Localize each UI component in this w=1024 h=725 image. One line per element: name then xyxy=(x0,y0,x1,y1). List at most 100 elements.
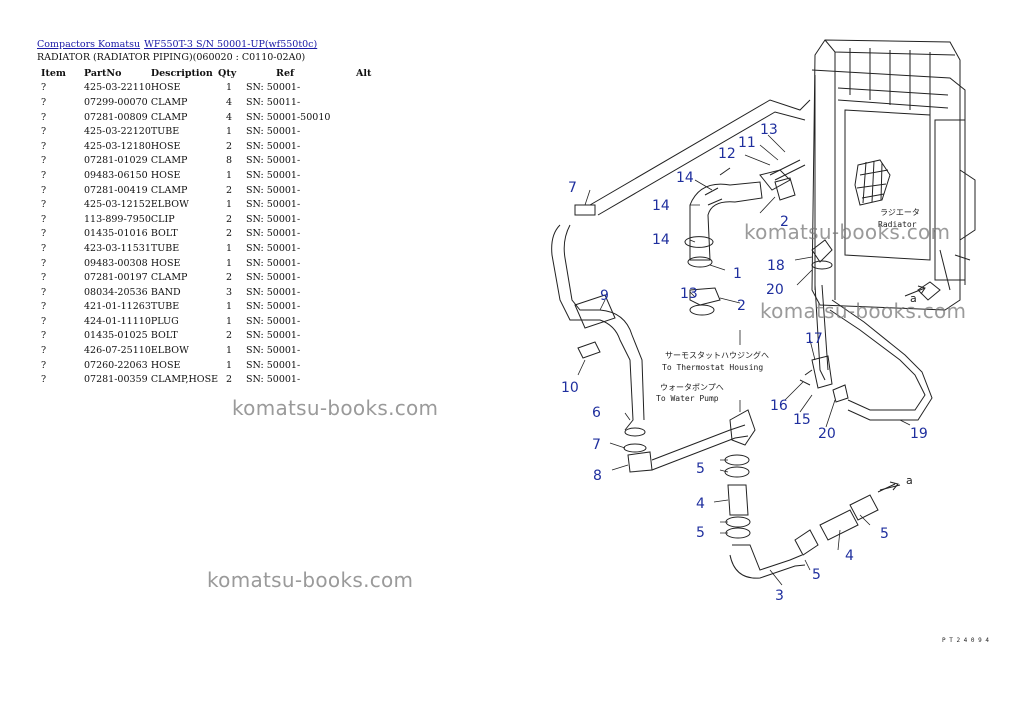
row-alt-cell xyxy=(356,358,386,373)
callout-18: 18 xyxy=(767,258,785,274)
callout-13: 13 xyxy=(680,286,698,302)
callout-9: 9 xyxy=(600,288,609,304)
watermark: komatsu-books.com xyxy=(744,220,951,244)
row-ref-cell: SN: 50001- xyxy=(246,169,301,181)
callout-4: 4 xyxy=(845,548,854,564)
page-title: RADIATOR (RADIATOR PIPING)(060020 : C011… xyxy=(37,52,306,63)
row-description-cell: TUBE xyxy=(150,301,180,313)
row-description-cell: CLAMP xyxy=(150,272,188,284)
row-alt-cell xyxy=(356,343,386,358)
row-alt-cell xyxy=(356,183,386,198)
row-alt-cell xyxy=(356,270,386,285)
header-ref: Ref xyxy=(276,67,295,79)
thermostat-label-en: To Thermostat Housing xyxy=(662,363,763,372)
row-item-cell: ? xyxy=(41,242,47,254)
row-description-cell: CLAMP,HOSE xyxy=(150,374,219,386)
row-alt-cell xyxy=(356,124,386,139)
row-alt-cell xyxy=(356,372,386,387)
callout-8: 8 xyxy=(593,468,602,484)
breadcrumb-link-compactors[interactable]: Compactors Komatsu xyxy=(37,39,141,50)
row-item-cell: ? xyxy=(41,111,47,123)
callout-13: 13 xyxy=(760,122,778,138)
row-description-cell: ELBOW xyxy=(150,345,189,357)
row-ref-cell: SN: 50001- xyxy=(246,330,301,342)
row-partno-cell: 426-07-25110 xyxy=(84,345,151,357)
row-partno-cell: 01435-01016 xyxy=(84,228,148,240)
row-description-cell: CLAMP xyxy=(150,155,188,167)
row-alt-cell xyxy=(356,81,386,96)
row-qty-cell: 1 xyxy=(226,82,233,94)
radiator-drawing xyxy=(811,39,976,311)
row-ref-cell: SN: 50001- xyxy=(246,272,301,284)
row-partno-cell: 07281-00419 xyxy=(84,184,148,196)
watermark: komatsu-books.com xyxy=(207,568,414,592)
row-ref-cell: SN: 50011- xyxy=(246,96,301,108)
row-item-cell: ? xyxy=(41,272,47,284)
row-ref-cell: SN: 50001- xyxy=(246,228,301,240)
row-item-cell: ? xyxy=(41,330,47,342)
row-qty-cell: 1 xyxy=(226,301,233,313)
row-qty-cell: 2 xyxy=(226,330,233,342)
callout-16: 16 xyxy=(770,398,788,414)
callout-5: 5 xyxy=(696,461,705,477)
row-partno-cell: 425-03-12180 xyxy=(84,140,151,152)
row-description-cell: HOSE xyxy=(150,140,181,152)
header-description: Description xyxy=(150,67,213,79)
row-description-cell: HOSE xyxy=(150,359,181,371)
row-qty-cell: 2 xyxy=(226,374,233,386)
breadcrumb-link-model[interactable]: WF550T-3 S/N 50001-UP(wf550t0c) xyxy=(144,39,318,50)
row-partno-cell: 07281-01029 xyxy=(84,155,148,167)
row-ref-cell: SN: 50001- xyxy=(246,184,301,196)
row-alt-cell xyxy=(356,212,386,227)
row-qty-cell: 3 xyxy=(226,286,233,298)
row-qty-cell: 1 xyxy=(226,199,233,211)
row-description-cell: BOLT xyxy=(150,330,178,342)
row-qty-cell: 1 xyxy=(226,315,233,327)
row-alt-cell xyxy=(356,110,386,125)
row-qty-cell: 2 xyxy=(226,228,233,240)
row-description-cell: CLIP xyxy=(150,213,175,225)
row-partno-cell: 113-899-7950 xyxy=(84,213,151,225)
row-description-cell: PLUG xyxy=(150,315,179,327)
callout-17: 17 xyxy=(805,331,823,347)
callout-20: 20 xyxy=(766,282,784,298)
leader-lines xyxy=(577,134,911,586)
callout-1: 1 xyxy=(733,266,742,282)
row-description-cell: HOSE xyxy=(150,257,181,269)
lower-hose-drawing xyxy=(724,454,901,579)
callout-10: 10 xyxy=(561,380,579,396)
row-ref-cell: SN: 50001-50010 xyxy=(246,111,331,123)
row-alt-cell xyxy=(356,139,386,154)
callout-3: 3 xyxy=(775,588,784,604)
row-item-cell: ? xyxy=(41,286,47,298)
row-alt-cell xyxy=(356,285,386,300)
row-ref-cell: SN: 50001- xyxy=(246,359,301,371)
row-qty-cell: 2 xyxy=(226,213,233,225)
row-item-cell: ? xyxy=(41,82,47,94)
drawing-code: P T 2 4 0 9 4 xyxy=(942,637,989,644)
watermark: komatsu-books.com xyxy=(760,299,967,323)
callout-12: 12 xyxy=(718,146,736,162)
arrow-label-a: a xyxy=(910,292,917,305)
callout-6: 6 xyxy=(592,405,601,421)
row-partno-cell: 424-01-11110 xyxy=(84,315,151,327)
row-alt-cell xyxy=(356,154,386,169)
row-ref-cell: SN: 50001- xyxy=(246,301,301,313)
row-item-cell: ? xyxy=(41,345,47,357)
row-ref-cell: SN: 50001- xyxy=(246,315,301,327)
row-partno-cell: 425-03-22120 xyxy=(84,126,151,138)
